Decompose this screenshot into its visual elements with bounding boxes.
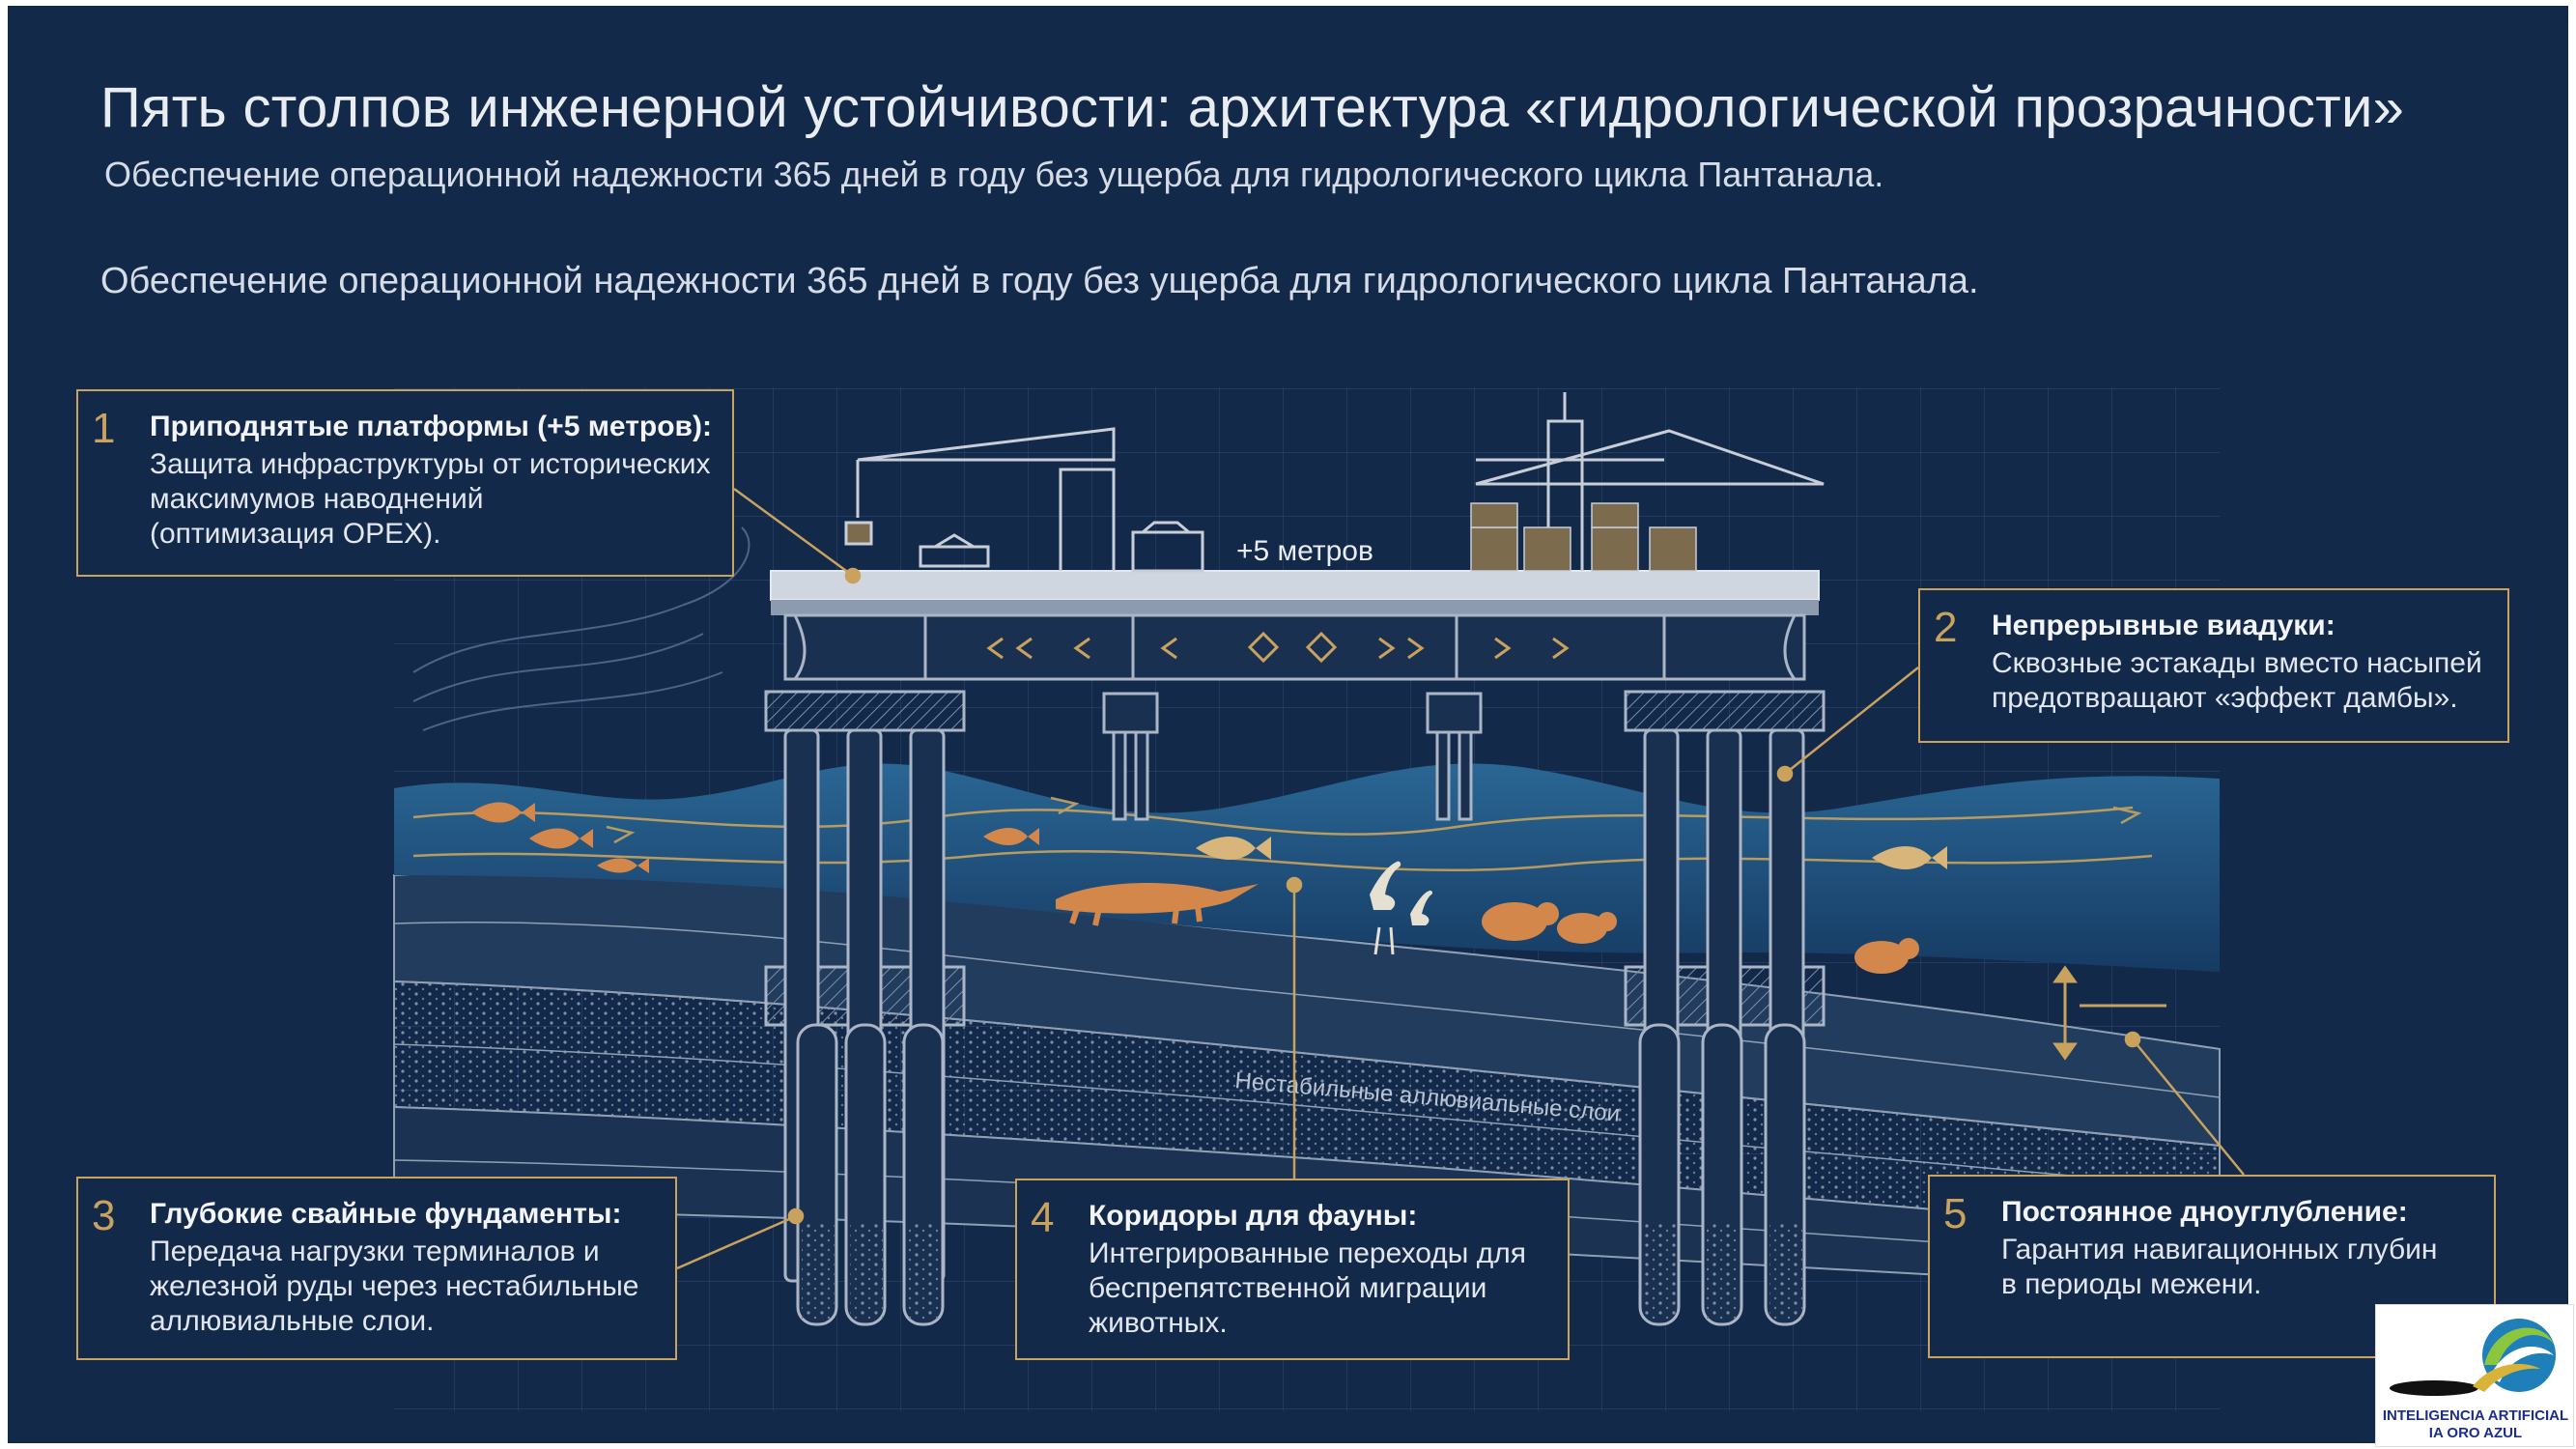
page-subtitle: Обеспечение операционной надежности 365 …	[104, 155, 1884, 194]
callout-body: Защита инфраструктуры от исторических ма…	[150, 447, 711, 552]
callout-title: Коридоры для фауны:	[1089, 1200, 1418, 1232]
callout-number: 4	[1031, 1194, 1055, 1241]
right-pier-structure	[1624, 690, 1826, 1326]
callout-body: Интегрированные переходы для беспрепятст…	[1089, 1236, 1526, 1341]
callout-title: Глубокие свайные фундаменты:	[150, 1198, 622, 1230]
fish-light-group	[1196, 837, 1947, 869]
callout-body: Гарантия навигационных глубин в периоды …	[2001, 1233, 2437, 1302]
page-subtitle-repeat: Обеспечение операционной надежности 365 …	[100, 261, 1979, 301]
contour-lines	[412, 526, 750, 731]
brand-logo: INTELIGENCIA ARTIFICIAL IA ORO AZUL	[2375, 1304, 2574, 1447]
callout-body-line: Гарантия навигационных глубин	[2001, 1234, 2438, 1265]
logo-line-2: IA ORO AZUL	[2428, 1425, 2523, 1441]
callout-number: 1	[92, 405, 116, 452]
depth-dimension-marker	[2052, 965, 2166, 1061]
callout-body-line: Передача нагрузки терминалов и	[150, 1236, 600, 1267]
callout-body-line: в периоды межени.	[2001, 1268, 2262, 1300]
callout-body-line: аллювиальные слои.	[150, 1305, 435, 1337]
logo-line-1: INTELIGENCIA ARTIFICIAL	[2382, 1407, 2569, 1424]
callout-body: Сквозные эстакады вместо насыпей предотв…	[1992, 646, 2482, 716]
callout-title: Непрерывные виадуки:	[1992, 610, 2335, 641]
callout-title: Приподнятые платформы (+5 метров):	[150, 411, 712, 442]
callout-fauna-corridors: 4 Коридоры для фауны: Интегрированные пе…	[1015, 1179, 1570, 1360]
page-title: Пять столпов инженерной устойчивости: ар…	[100, 76, 2405, 139]
viaduct-deck	[770, 570, 1820, 681]
height-label: +5 метров	[1236, 535, 1373, 567]
port-equipment	[844, 392, 1825, 573]
callout-body-line: Сквозные эстакады вместо насыпей	[1992, 647, 2482, 679]
globe-logo-icon	[2390, 1319, 2556, 1396]
infographic-frame: Пять столпов инженерной устойчивости: ар…	[8, 6, 2568, 1443]
callout-body-line: животных.	[1089, 1307, 1228, 1339]
callout-number: 3	[92, 1192, 116, 1239]
callout-body-line: (оптимизация OPEX).	[150, 518, 441, 550]
callout-deep-pile-foundations: 3 Глубокие свайные фундаменты: Передача …	[76, 1177, 677, 1360]
engineering-diagram: +5 метров Нестабильные аллювиальные слои	[393, 387, 2245, 1411]
callout-leaders	[676, 487, 2245, 1270]
callout-body-line: предотвращают «эффект дамбы».	[1992, 682, 2458, 714]
middle-piers	[1102, 692, 1483, 821]
callout-elevated-platforms: 1 Приподнятые платформы (+5 метров): Защ…	[76, 389, 734, 577]
fish-group	[471, 802, 1039, 873]
callout-continuous-viaducts: 2 Непрерывные виадуки: Сквозные эстакады…	[1918, 588, 2509, 743]
container-stacks	[1470, 502, 1697, 572]
wildlife-group	[1056, 882, 1919, 974]
callout-number: 2	[1934, 604, 1958, 651]
left-pier-structure	[764, 690, 966, 1326]
callout-body-line: железной руды через нестабильные	[150, 1270, 639, 1302]
callout-body-line: беспрепятственной миграции	[1089, 1272, 1487, 1304]
callout-title: Постоянное дноуглубление:	[2001, 1196, 2408, 1228]
callout-number: 5	[1943, 1190, 1967, 1237]
callout-body: Передача нагрузки терминалов и железной …	[150, 1235, 638, 1339]
heron-group	[1370, 861, 1433, 955]
callout-body-line: Интегрированные переходы для	[1089, 1237, 1526, 1269]
callout-body-line: Защита инфраструктуры от исторических	[150, 448, 711, 480]
callout-body-line: максимумов наводнений	[150, 483, 484, 515]
